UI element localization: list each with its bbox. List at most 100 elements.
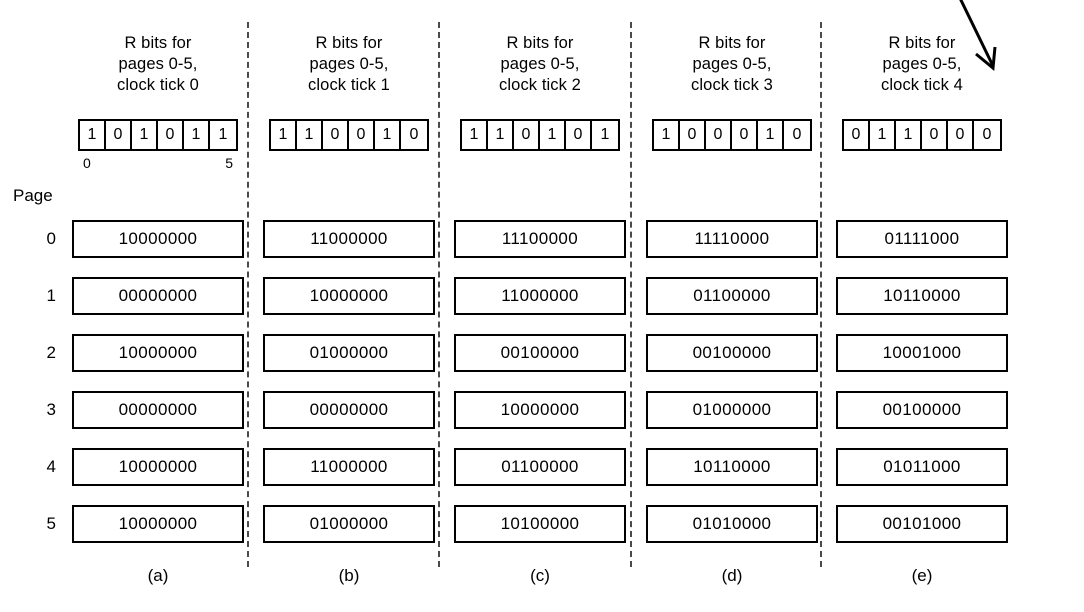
column-d-caption: (d) — [721, 566, 743, 585]
rbit-cell: 1 — [540, 121, 566, 149]
column-c: R bits for pages 0-5, clock tick 2 1 1 0… — [444, 0, 636, 612]
header-line-3: clock tick 1 — [308, 76, 390, 94]
header-line-3: clock tick 0 — [117, 76, 199, 94]
column-b-header: R bits for pages 0-5, clock tick 1 — [253, 33, 445, 96]
aging-counter-box: 10000000 — [263, 277, 435, 315]
column-a: R bits for pages 0-5, clock tick 0 1 0 1… — [62, 0, 254, 612]
rbit-cell: 1 — [210, 121, 236, 149]
aging-counter-box: 10000000 — [72, 448, 244, 486]
rbit-index-start: 0 — [83, 155, 91, 171]
rbit-cell: 0 — [566, 121, 592, 149]
aging-counter-box: 00100000 — [836, 391, 1008, 429]
aging-counter-box: 00101000 — [836, 505, 1008, 543]
aging-counter-box: 01100000 — [454, 448, 626, 486]
column-e-caption: (e) — [911, 566, 933, 585]
aging-counter-box: 10000000 — [72, 334, 244, 372]
page-number-0: 0 — [46, 229, 56, 248]
rbit-cell: 1 — [375, 121, 401, 149]
rbit-cell: 1 — [870, 121, 896, 149]
column-b-rbits: 1 1 0 0 1 0 — [269, 119, 429, 151]
column-divider-ab — [247, 22, 249, 567]
column-e-rbits: 0 1 1 0 0 0 — [842, 119, 1002, 151]
rbit-index-axis: 0 5 — [78, 155, 238, 171]
aging-counter-box: 01111000 — [836, 220, 1008, 258]
header-line-1: R bits for — [506, 34, 574, 52]
header-line-2: pages 0-5, — [118, 55, 198, 73]
rbit-cell: 0 — [401, 121, 427, 149]
header-line-2: pages 0-5, — [882, 55, 962, 73]
column-c-header: R bits for pages 0-5, clock tick 2 — [444, 33, 636, 96]
rbit-cell: 0 — [948, 121, 974, 149]
aging-counter-box: 10110000 — [836, 277, 1008, 315]
rbit-cell: 0 — [158, 121, 184, 149]
aging-counter-box: 00100000 — [454, 334, 626, 372]
header-line-2: pages 0-5, — [500, 55, 580, 73]
aging-counter-box: 00000000 — [263, 391, 435, 429]
column-d-header: R bits for pages 0-5, clock tick 3 — [636, 33, 828, 96]
rbit-cell: 1 — [488, 121, 514, 149]
column-a-rbits: 1 0 1 0 1 1 — [78, 119, 238, 151]
aging-counter-box: 11000000 — [454, 277, 626, 315]
column-divider-bc — [438, 22, 440, 567]
rbit-cell: 0 — [106, 121, 132, 149]
rbit-cell: 0 — [323, 121, 349, 149]
page-number-1: 1 — [46, 286, 56, 305]
column-divider-cd — [630, 22, 632, 567]
page-number-3: 3 — [46, 400, 56, 419]
aging-counter-box: 01000000 — [263, 334, 435, 372]
rbit-cell: 0 — [706, 121, 732, 149]
aging-counter-box: 11000000 — [263, 220, 435, 258]
rbit-cell: 0 — [784, 121, 810, 149]
rbit-cell: 0 — [922, 121, 948, 149]
page-number-5: 5 — [46, 514, 56, 533]
rbit-index-end: 5 — [225, 155, 233, 171]
rbit-cell: 1 — [758, 121, 784, 149]
header-line-1: R bits for — [698, 34, 766, 52]
aging-counter-box: 00100000 — [646, 334, 818, 372]
header-line-1: R bits for — [124, 34, 192, 52]
rbit-cell: 1 — [462, 121, 488, 149]
aging-counter-box: 00000000 — [72, 391, 244, 429]
column-a-header: R bits for pages 0-5, clock tick 0 — [62, 33, 254, 96]
rbit-cell: 0 — [514, 121, 540, 149]
column-d: R bits for pages 0-5, clock tick 3 1 0 0… — [636, 0, 828, 612]
header-line-3: clock tick 4 — [881, 76, 963, 94]
page-number-4: 4 — [46, 457, 56, 476]
aging-counter-box: 10000000 — [454, 391, 626, 429]
column-c-rbits: 1 1 0 1 0 1 — [460, 119, 620, 151]
rbit-cell: 1 — [592, 121, 618, 149]
header-line-2: pages 0-5, — [309, 55, 389, 73]
aging-counter-box: 10000000 — [72, 505, 244, 543]
aging-counter-box: 10110000 — [646, 448, 818, 486]
rbit-cell: 1 — [80, 121, 106, 149]
down-right-arrow-icon — [959, 0, 997, 71]
rbit-cell: 0 — [732, 121, 758, 149]
column-divider-de — [820, 22, 822, 567]
aging-counter-box: 11000000 — [263, 448, 435, 486]
column-b: R bits for pages 0-5, clock tick 1 1 1 0… — [253, 0, 445, 612]
rbit-cell: 0 — [844, 121, 870, 149]
column-e: R bits for pages 0-5, clock tick 4 0 1 1… — [826, 0, 1018, 612]
page-axis-label: Page — [13, 186, 53, 205]
aging-counter-box: 01000000 — [646, 391, 818, 429]
aging-counter-box: 10100000 — [454, 505, 626, 543]
aging-counter-box: 00000000 — [72, 277, 244, 315]
header-line-2: pages 0-5, — [692, 55, 772, 73]
column-c-caption: (c) — [530, 566, 550, 585]
header-line-1: R bits for — [888, 34, 956, 52]
column-d-rbits: 1 0 0 0 1 0 — [652, 119, 812, 151]
rbit-cell: 1 — [132, 121, 158, 149]
rbit-cell: 1 — [896, 121, 922, 149]
rbit-cell: 1 — [297, 121, 323, 149]
header-line-3: clock tick 3 — [691, 76, 773, 94]
column-b-caption: (b) — [338, 566, 360, 585]
rbit-cell: 1 — [271, 121, 297, 149]
rbit-cell: 0 — [680, 121, 706, 149]
header-line-1: R bits for — [315, 34, 383, 52]
rbit-cell: 1 — [654, 121, 680, 149]
aging-counter-box: 11110000 — [646, 220, 818, 258]
rbit-cell: 1 — [184, 121, 210, 149]
column-e-header: R bits for pages 0-5, clock tick 4 — [826, 33, 1018, 96]
column-a-caption: (a) — [147, 566, 169, 585]
